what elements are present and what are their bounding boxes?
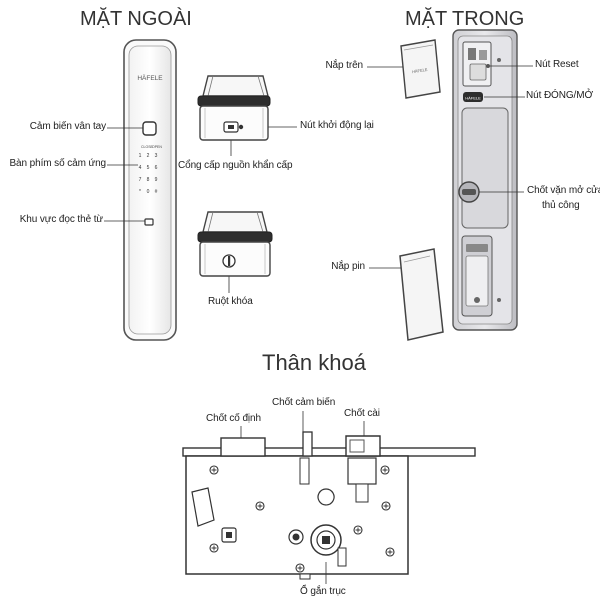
screw-cross	[355, 527, 361, 533]
keypad-open-label: OPEN	[152, 145, 162, 149]
label-latch: Chốt cài	[344, 408, 380, 419]
screw-cross	[387, 549, 393, 555]
restart-power-unit	[197, 75, 271, 141]
card-reader-icon	[144, 218, 154, 226]
label-card-reader: Khu vực đọc thẻ từ	[19, 214, 103, 225]
keypad-key[interactable]: 7	[139, 177, 142, 183]
top-cover-logo: HÄFELE	[412, 67, 428, 74]
keypad-key[interactable]: 0	[147, 189, 150, 195]
screw-cross	[257, 503, 263, 509]
label-restart-button: Nút khởi động lại	[300, 120, 374, 131]
brand-logo: HÄFELE	[137, 74, 163, 82]
keypad-key[interactable]: 9	[155, 177, 158, 183]
label-open-close-button: Nút ĐÓNG/MỞ	[526, 90, 593, 101]
keypad-key[interactable]: 2	[147, 153, 150, 159]
label-sensor-bolt: Chốt cảm biến	[272, 397, 336, 408]
keypad-key[interactable]: 6	[155, 165, 158, 171]
mortise-screws	[209, 465, 395, 573]
sensor-bolt-part	[302, 431, 313, 457]
heading-body: Thân khoá	[262, 350, 366, 375]
keypad-key[interactable]: 4	[139, 165, 142, 171]
label-key-cylinder: Ruột khóa	[208, 296, 253, 307]
cylinder-unit	[197, 211, 273, 277]
keypad-key[interactable]: 5	[147, 165, 150, 171]
label-spindle-mount: Ổ gắn trục	[300, 586, 346, 597]
battery-cover-part	[399, 248, 444, 341]
open-close-logo: HÄFELE	[465, 96, 481, 101]
label-emergency-power: Cổng cấp nguồn khẩn cấp	[178, 160, 293, 171]
keypad-key[interactable]: 1	[139, 153, 142, 159]
label-deadbolt: Chốt cố định	[206, 413, 261, 424]
fingerprint-sensor[interactable]	[142, 121, 157, 136]
label-keypad: Bàn phím số cảm ứng	[9, 158, 106, 169]
keypad-key[interactable]: 3	[155, 153, 158, 159]
keypad-key[interactable]: *	[139, 189, 141, 195]
restart-button-icon	[238, 124, 244, 130]
inside-leaders	[367, 65, 533, 269]
label-thumb-turn-line1: Chốt vặn mở cửa	[527, 185, 600, 196]
keypad-key[interactable]: 8	[147, 177, 150, 183]
screw-cross	[297, 565, 303, 571]
keypad-key[interactable]: #	[155, 189, 158, 195]
heading-outside: MẶT NGOÀI	[80, 8, 192, 30]
label-battery-cover: Nắp pin	[331, 261, 365, 272]
mortise-lock-body	[182, 431, 476, 580]
screw-cross	[383, 503, 389, 509]
screw-cross	[211, 467, 217, 473]
screw-cross	[382, 467, 388, 473]
heading-inside: MẶT TRONG	[405, 8, 525, 30]
label-fingerprint: Cảm biến vân tay	[29, 121, 106, 132]
label-thumb-turn-line2: thủ công	[542, 200, 580, 211]
inside-panel: HÄFELE	[452, 29, 518, 331]
keypad-close-label: CLOSE	[141, 145, 154, 149]
label-reset-button: Nút Reset	[535, 59, 579, 70]
screw-cross	[211, 545, 217, 551]
deadbolt-part	[220, 437, 266, 457]
top-cover-part: HÄFELE	[400, 39, 441, 99]
body-leaders	[240, 411, 365, 584]
label-top-cover: Nắp trên	[325, 60, 363, 71]
thumb-turn-icon	[462, 189, 476, 195]
